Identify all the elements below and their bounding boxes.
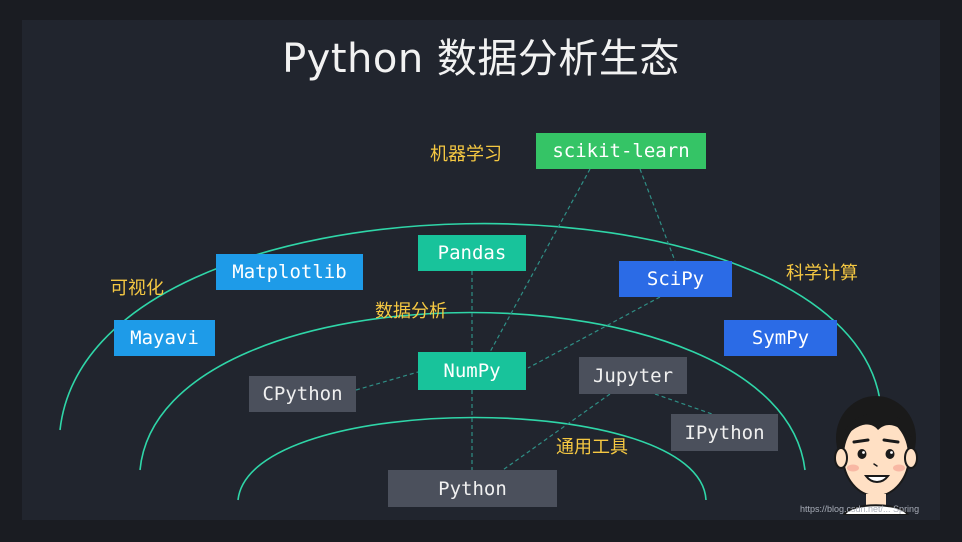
node-matplotlib: Matplotlib: [216, 254, 363, 290]
node-mayavi: Mayavi: [114, 320, 215, 356]
label-general-tools: 通用工具: [556, 437, 628, 458]
node-jupyter: Jupyter: [579, 357, 687, 394]
inner-arc: [237, 416, 707, 501]
node-scipy: SciPy: [619, 261, 732, 297]
middle-arc: [139, 311, 806, 471]
connector-jupyter-ipython: [654, 393, 713, 415]
connector-sklearn-scipy: [639, 168, 676, 262]
label-visualization: 可视化: [110, 278, 164, 299]
connector-scipy-numpy: [527, 296, 661, 369]
node-ipython: IPython: [671, 414, 778, 451]
node-numpy: NumPy: [418, 352, 526, 390]
node-cpython: CPython: [249, 376, 356, 412]
node-sympy: SymPy: [724, 320, 837, 356]
node-scikit-learn: scikit-learn: [536, 133, 706, 169]
connector-cpython-numpy: [355, 371, 419, 391]
node-pandas: Pandas: [418, 235, 526, 271]
node-python: Python: [388, 470, 557, 507]
label-data-analysis: 数据分析: [375, 301, 447, 322]
page-title: Python 数据分析生态: [282, 36, 680, 82]
label-scientific-computing: 科学计算: [786, 263, 858, 284]
watermark-text: https://blog.csdn.net/... Spring: [800, 504, 920, 514]
cartoon-avatar-icon: [834, 396, 918, 515]
connector-jupyter-python: [499, 393, 611, 473]
label-machine-learning: 机器学习: [430, 144, 502, 165]
